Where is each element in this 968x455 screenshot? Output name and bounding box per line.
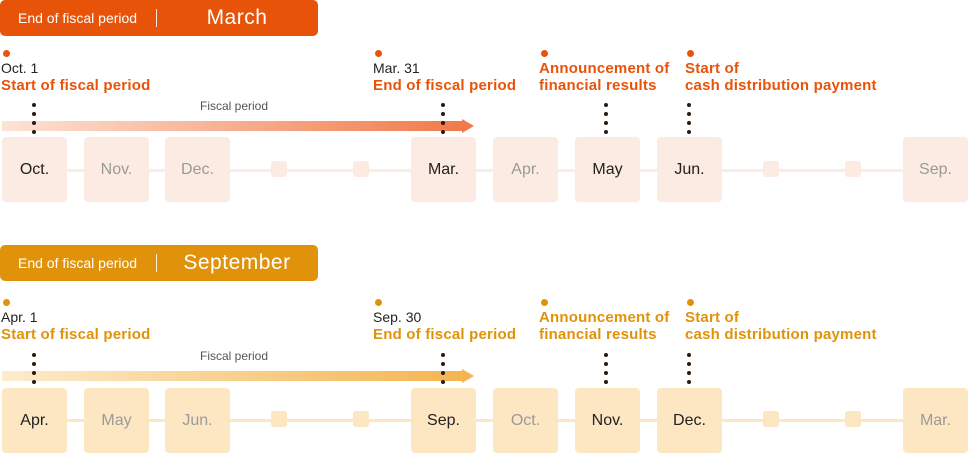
timeline-track bbox=[2, 169, 966, 172]
end-title: End of fiscal period bbox=[373, 326, 517, 343]
badge-label: End of fiscal period bbox=[18, 10, 138, 26]
month-gap-marker bbox=[353, 161, 369, 177]
month-box: Sep. bbox=[903, 137, 968, 202]
month-box: Jun. bbox=[165, 388, 230, 453]
timeline-track bbox=[2, 419, 966, 422]
month-box: Nov. bbox=[84, 137, 149, 202]
month-gap-marker bbox=[271, 411, 287, 427]
fiscal-period-arrow bbox=[2, 119, 474, 133]
month-box: Jun. bbox=[657, 137, 722, 202]
distribution-title-line1: Start of bbox=[685, 309, 740, 326]
fiscal-period-arrow bbox=[2, 369, 474, 383]
start-connector bbox=[32, 353, 36, 389]
march-timeline: End of fiscal period March Oct. 1 Start … bbox=[0, 0, 968, 210]
badge-month: September bbox=[183, 251, 291, 274]
month-box: May bbox=[84, 388, 149, 453]
distribution-title-line2: cash distribution payment bbox=[685, 77, 877, 94]
month-gap-marker bbox=[353, 411, 369, 427]
badge-divider bbox=[156, 254, 157, 272]
start-title: Start of fiscal period bbox=[1, 77, 151, 94]
month-gap-marker bbox=[763, 411, 779, 427]
month-box: Mar. bbox=[411, 137, 476, 202]
month-gap-marker bbox=[763, 161, 779, 177]
month-box: Sep. bbox=[411, 388, 476, 453]
announcement-title-line2: financial results bbox=[539, 326, 657, 343]
fiscal-end-badge: End of fiscal period September bbox=[0, 245, 318, 281]
end-date: Sep. 30 bbox=[373, 309, 422, 325]
month-box: May bbox=[575, 137, 640, 202]
end-title: End of fiscal period bbox=[373, 77, 517, 94]
month-box: Nov. bbox=[575, 388, 640, 453]
month-box: Oct. bbox=[2, 137, 67, 202]
month-box: Dec. bbox=[657, 388, 722, 453]
announcement-title-line2: financial results bbox=[539, 77, 657, 94]
start-date: Apr. 1 bbox=[1, 309, 38, 325]
marker-dot bbox=[375, 50, 382, 57]
month-box: Dec. bbox=[165, 137, 230, 202]
month-box: Mar. bbox=[903, 388, 968, 453]
marker-dot bbox=[3, 299, 10, 306]
distribution-title-line2: cash distribution payment bbox=[685, 326, 877, 343]
fiscal-period-label: Fiscal period bbox=[200, 349, 269, 363]
announcement-title-line1: Announcement of bbox=[539, 60, 670, 77]
distribution-title-line1: Start of bbox=[685, 60, 740, 77]
marker-dot bbox=[687, 299, 694, 306]
distribution-connector bbox=[687, 353, 691, 389]
badge-month: March bbox=[206, 6, 268, 29]
marker-dot bbox=[375, 299, 382, 306]
end-connector bbox=[441, 103, 445, 139]
fiscal-end-badge: End of fiscal period March bbox=[0, 0, 318, 36]
badge-divider bbox=[156, 9, 157, 27]
month-gap-marker bbox=[845, 161, 861, 177]
start-connector bbox=[32, 103, 36, 139]
announcement-title-line1: Announcement of bbox=[539, 309, 670, 326]
end-connector bbox=[441, 353, 445, 389]
start-title: Start of fiscal period bbox=[1, 326, 151, 343]
distribution-connector bbox=[687, 103, 691, 139]
month-box: Apr. bbox=[493, 137, 558, 202]
marker-dot bbox=[541, 299, 548, 306]
badge-label: End of fiscal period bbox=[18, 255, 138, 271]
month-box: Apr. bbox=[2, 388, 67, 453]
marker-dot bbox=[3, 50, 10, 57]
month-gap-marker bbox=[271, 161, 287, 177]
announcement-connector bbox=[604, 103, 608, 139]
fiscal-period-label: Fiscal period bbox=[200, 99, 269, 113]
announcement-connector bbox=[604, 353, 608, 389]
marker-dot bbox=[541, 50, 548, 57]
start-date: Oct. 1 bbox=[1, 60, 39, 76]
marker-dot bbox=[687, 50, 694, 57]
september-timeline: End of fiscal period September Apr. 1 St… bbox=[0, 245, 968, 455]
end-date: Mar. 31 bbox=[373, 60, 420, 76]
month-box: Oct. bbox=[493, 388, 558, 453]
month-gap-marker bbox=[845, 411, 861, 427]
